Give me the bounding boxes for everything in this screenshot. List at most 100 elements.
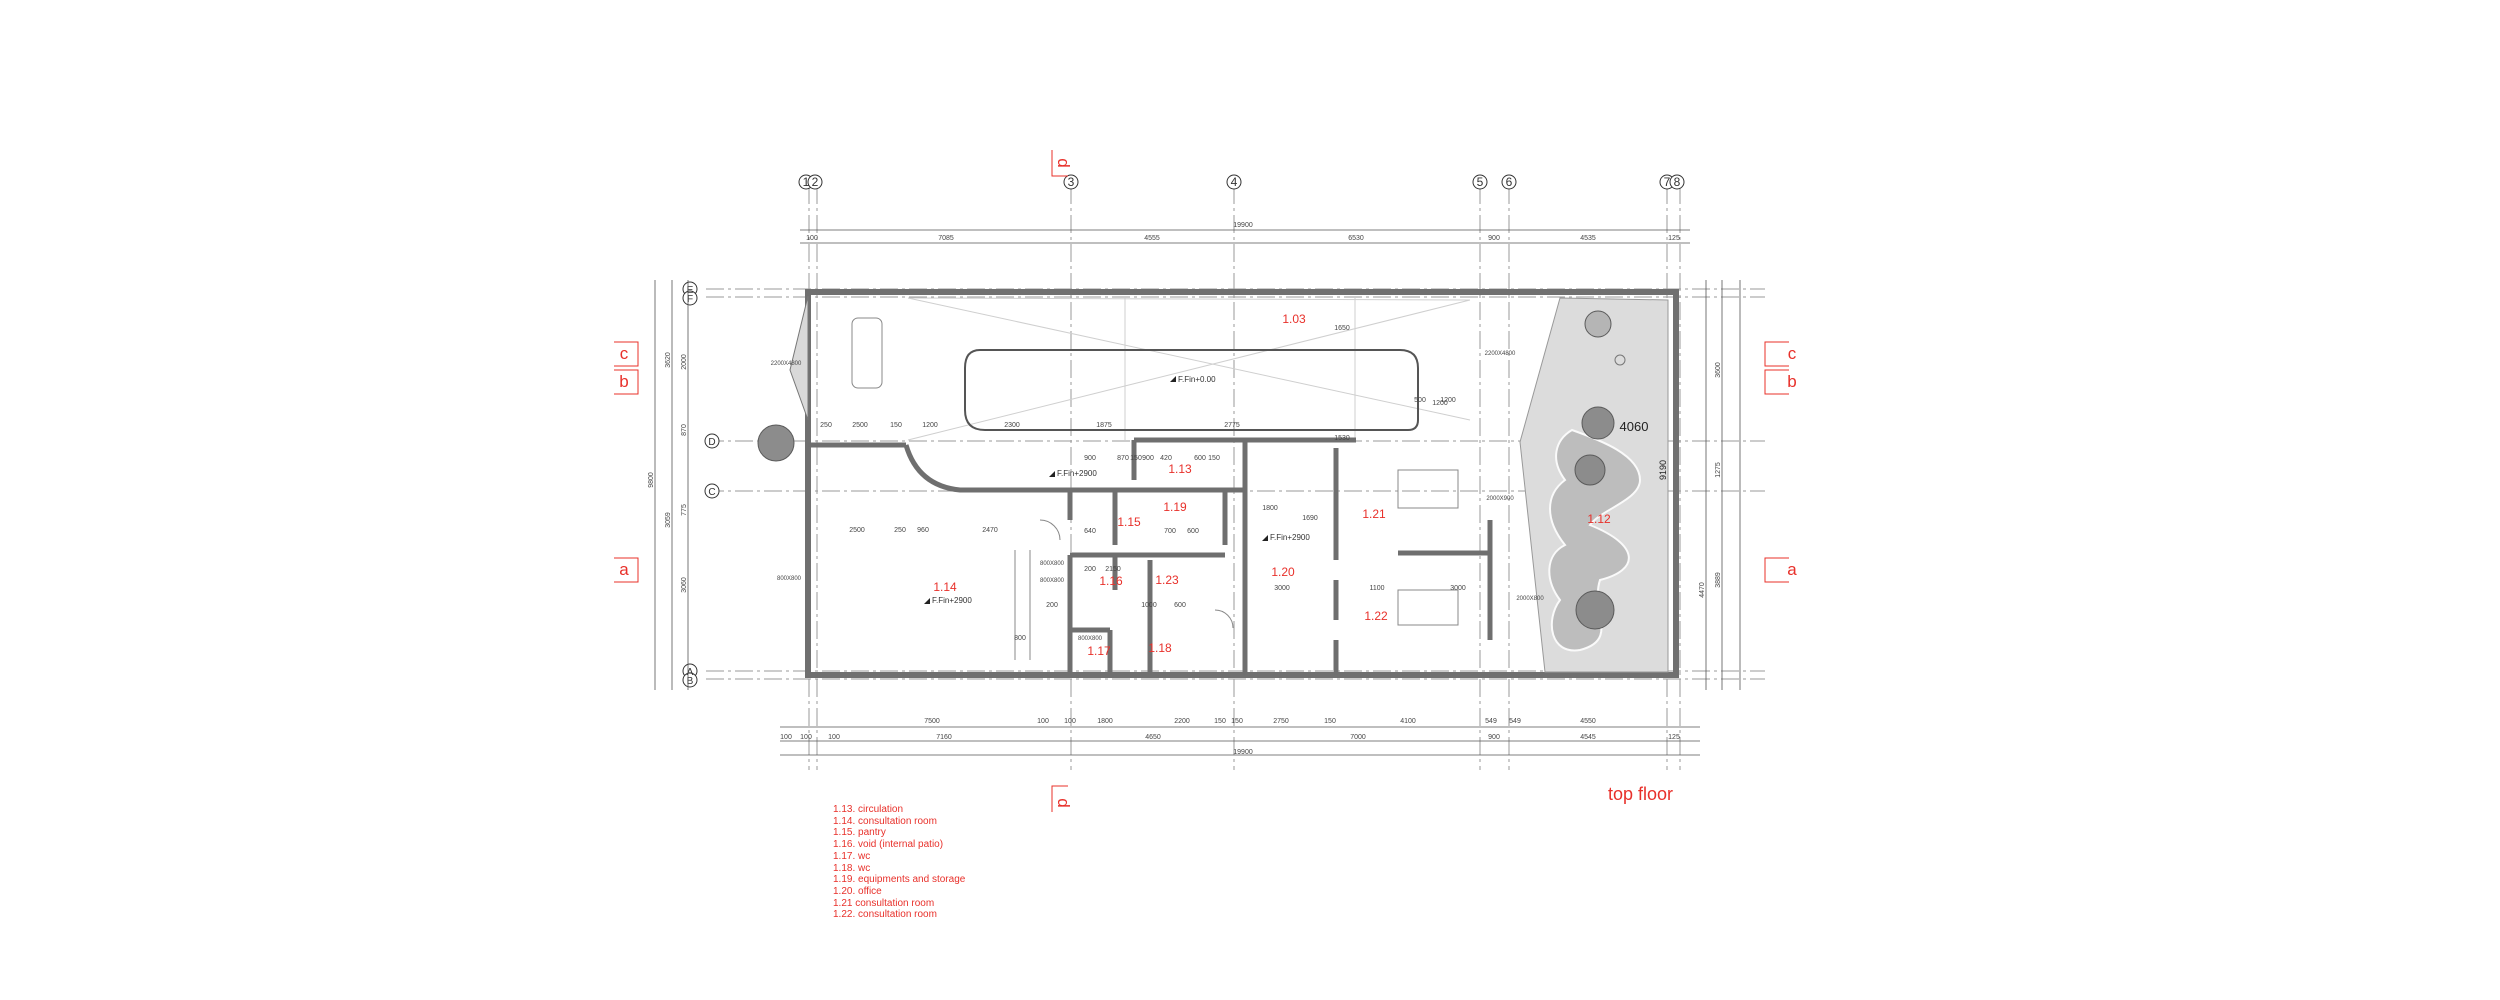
grid-label-2: 2 bbox=[812, 175, 819, 189]
grid-bubble-C bbox=[704, 483, 720, 499]
section-marks bbox=[614, 150, 1789, 812]
section-mark-b-left: b bbox=[619, 372, 628, 391]
door-swing bbox=[1214, 609, 1234, 629]
level-marker: F.Fin+2900 bbox=[1270, 533, 1310, 542]
section-mark-d-top: d bbox=[1054, 158, 1073, 167]
room-tag-1-19: 1.19 bbox=[1163, 500, 1187, 514]
interior-dim: 150 bbox=[1208, 455, 1220, 462]
dim-left-4: 3059 bbox=[665, 512, 672, 528]
room-tag-1-17: 1.17 bbox=[1087, 644, 1111, 658]
grid-bubble-4 bbox=[1226, 174, 1242, 190]
interior-dim: 1000 bbox=[1141, 602, 1157, 609]
ramp-outline bbox=[964, 349, 1419, 431]
grid-bubble-D bbox=[704, 433, 720, 449]
room-tag-1-20: 1.20 bbox=[1271, 565, 1295, 579]
car-icon bbox=[851, 317, 883, 389]
dim-top-7: 125 bbox=[1668, 235, 1680, 242]
level-marker: F.Fin+2900 bbox=[932, 596, 972, 605]
interior-dim: 3000 bbox=[1274, 585, 1290, 592]
dim-top-1: 100 bbox=[806, 235, 818, 242]
tree-icon bbox=[1584, 310, 1612, 338]
room-tag-1-16: 1.16 bbox=[1099, 574, 1123, 588]
trees bbox=[757, 310, 1615, 630]
interior-dim: 600 bbox=[1194, 455, 1206, 462]
dim-bot-6: 150 bbox=[1214, 718, 1226, 725]
opening-tag: 2000X800 bbox=[1516, 596, 1544, 602]
dim-left-5: 775 bbox=[681, 504, 688, 516]
room-tag-1-03: 1.03 bbox=[1282, 312, 1306, 326]
tree-icon bbox=[1574, 454, 1606, 486]
interior-dim: 2150 bbox=[1105, 566, 1121, 573]
interior-dim: 800 bbox=[1014, 635, 1026, 642]
dim-top-5: 900 bbox=[1488, 235, 1500, 242]
interior-dim: 250 bbox=[820, 422, 832, 429]
room-tag-1-13: 1.13 bbox=[1168, 462, 1192, 476]
legend-item: 1.22. consultation room bbox=[833, 909, 937, 921]
level-arrow-icon bbox=[1049, 471, 1055, 477]
dim-top-4: 6530 bbox=[1348, 235, 1364, 242]
room-tag-1-15: 1.15 bbox=[1117, 515, 1141, 529]
void-lines bbox=[907, 297, 1471, 441]
opening-tag: 800X800 bbox=[1040, 578, 1065, 584]
drawing-title: top floor bbox=[1608, 784, 1674, 804]
interior-dim: 2500 bbox=[852, 422, 868, 429]
opening-tag: 800X800 bbox=[1040, 561, 1065, 567]
room-tag-1-21: 1.21 bbox=[1362, 507, 1386, 521]
legend-item: 1.18. wc bbox=[833, 862, 871, 874]
opening-tag: 2200X4800 bbox=[771, 361, 802, 367]
section-mark-b-right: b bbox=[1787, 372, 1796, 391]
interior-dim: 420 bbox=[1160, 455, 1172, 462]
dim-bot-1: 7500 bbox=[924, 718, 940, 725]
interior-dim: 2300 bbox=[1004, 422, 1020, 429]
interior-dim: 870 bbox=[1117, 455, 1129, 462]
dim-bot-13: 4550 bbox=[1580, 718, 1596, 725]
interior-dim: 700 bbox=[1164, 528, 1176, 535]
interior-dim: 2470 bbox=[982, 527, 998, 534]
grid-label-C: C bbox=[708, 487, 715, 498]
legend-item: 1.21 consultation room bbox=[833, 897, 935, 909]
grid-label-E: E bbox=[687, 285, 694, 296]
grid-label-1: 1 bbox=[803, 175, 810, 189]
dim-right-2: 1275 bbox=[1715, 462, 1722, 478]
interior-dim: 1100 bbox=[1369, 585, 1384, 592]
dim-bot2-9: 125 bbox=[1668, 734, 1680, 741]
grid-bubble-5 bbox=[1472, 174, 1488, 190]
grid-bubbles bbox=[682, 174, 1685, 688]
dim-bot2-5: 4650 bbox=[1145, 734, 1161, 741]
room-tag-1-18: 1.18 bbox=[1148, 641, 1172, 655]
dim-bot2-8: 4545 bbox=[1580, 734, 1596, 741]
interior-dim: 200 bbox=[1084, 566, 1096, 573]
dim-bot2-4: 7160 bbox=[936, 734, 952, 741]
interior-dim: 2775 bbox=[1224, 422, 1240, 429]
dim-bot2-7: 900 bbox=[1488, 734, 1500, 741]
interior-dim: 600 bbox=[1174, 602, 1186, 609]
dimension-lines bbox=[654, 229, 1741, 756]
dim-bot-12: 549 bbox=[1509, 718, 1521, 725]
legend-item: 1.15. pantry bbox=[833, 827, 886, 839]
grid-label-A: A bbox=[687, 667, 694, 678]
dim-bot2-6: 7000 bbox=[1350, 734, 1366, 741]
section-mark-c-right: c bbox=[1788, 344, 1797, 363]
furniture bbox=[1014, 469, 1459, 660]
desk bbox=[1397, 589, 1459, 626]
grid-label-8: 8 bbox=[1674, 175, 1681, 189]
legend-item: 1.14. consultation room bbox=[833, 815, 937, 827]
exterior-walls bbox=[805, 289, 1679, 678]
interior-dim: 960 bbox=[917, 527, 929, 534]
interior-dim: 500 bbox=[1414, 397, 1426, 404]
interior-dim: 1650 bbox=[1334, 325, 1350, 332]
legend-item: 1.19. equipments and storage bbox=[833, 874, 966, 886]
legend-item: 1.17. wc bbox=[833, 850, 871, 862]
desk bbox=[1397, 469, 1459, 509]
dim-bot-10: 4100 bbox=[1400, 718, 1416, 725]
dim-bot-7: 150 bbox=[1231, 718, 1243, 725]
dim-left-6: 3060 bbox=[681, 577, 688, 593]
grid-bubble-F bbox=[682, 290, 698, 306]
section-mark-a-left: a bbox=[619, 560, 629, 579]
grid-label-D: D bbox=[708, 437, 715, 448]
dim-bot-8: 2750 bbox=[1273, 718, 1289, 725]
opening-tag: 800X800 bbox=[777, 576, 802, 582]
dim-bot2-2: 100 bbox=[800, 734, 812, 741]
grid-label-7: 7 bbox=[1664, 175, 1671, 189]
